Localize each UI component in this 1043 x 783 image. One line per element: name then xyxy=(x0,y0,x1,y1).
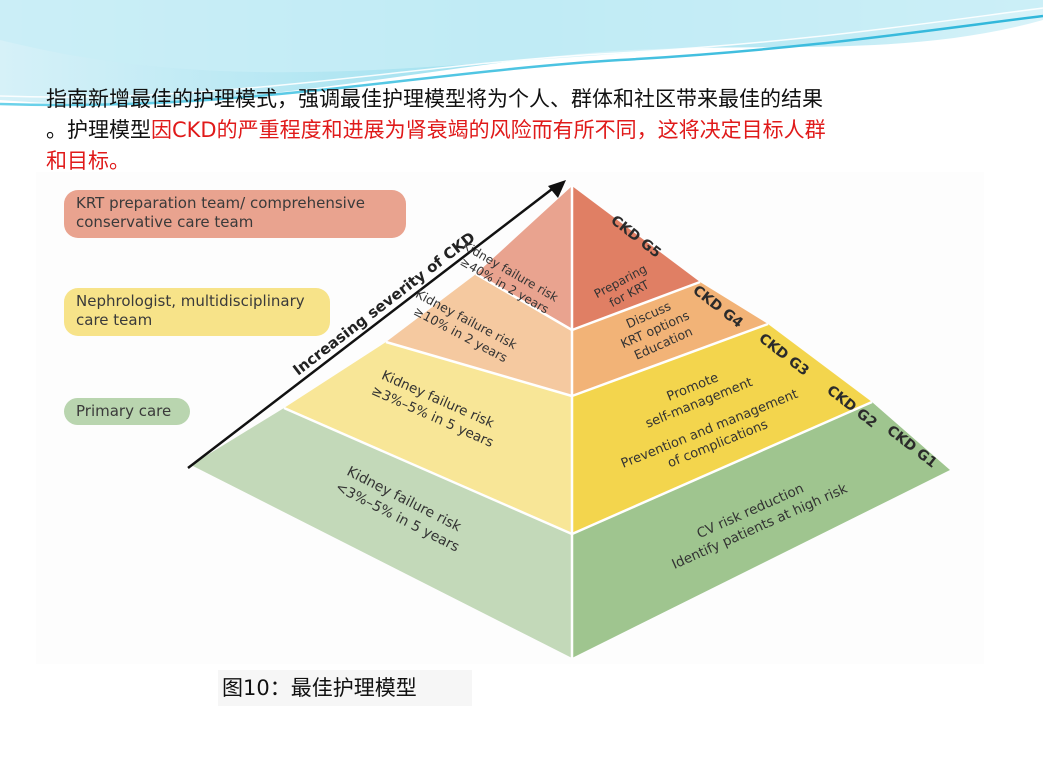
care-pyramid: Increasing severity of CKD Kidney failur… xyxy=(187,180,950,658)
legend-nephrologist: Nephrologist, multidisciplinary care tea… xyxy=(64,288,330,336)
legend-primary-care: Primary care xyxy=(64,398,190,425)
tier3-left-face xyxy=(284,342,572,534)
heading-line-3: 和目标。 xyxy=(46,149,130,173)
heading-line-2-black: 。护理模型 xyxy=(46,118,151,142)
figure-caption: 图10：最佳护理模型 xyxy=(218,670,472,706)
severity-axis-arrow xyxy=(187,180,566,469)
legend-krt-team: KRT preparation team/ comprehensive cons… xyxy=(64,190,406,238)
care-model-figure: Increasing severity of CKD Kidney failur… xyxy=(36,172,984,664)
heading-text: 指南新增最佳的护理模式，强调最佳护理模型将为个人、群体和社区带来最佳的结果 。护… xyxy=(46,84,1026,177)
heading-line-2-red: 因CKD的严重程度和进展为肾衰竭的风险而有所不同，这将决定目标人群 xyxy=(151,118,826,142)
header-wave-decoration xyxy=(0,0,1043,107)
heading-line-2: 。护理模型因CKD的严重程度和进展为肾衰竭的风险而有所不同，这将决定目标人群 xyxy=(46,115,1026,146)
tier1-left-face xyxy=(191,408,572,658)
tier4-right-face xyxy=(572,282,768,396)
tier5-left-face xyxy=(476,186,572,330)
tier4-left-face xyxy=(386,274,572,396)
tier3-right-face xyxy=(572,324,872,534)
tier1-right-face xyxy=(572,402,950,658)
heading-line-1: 指南新增最佳的护理模式，强调最佳护理模型将为个人、群体和社区带来最佳的结果 xyxy=(46,87,823,111)
